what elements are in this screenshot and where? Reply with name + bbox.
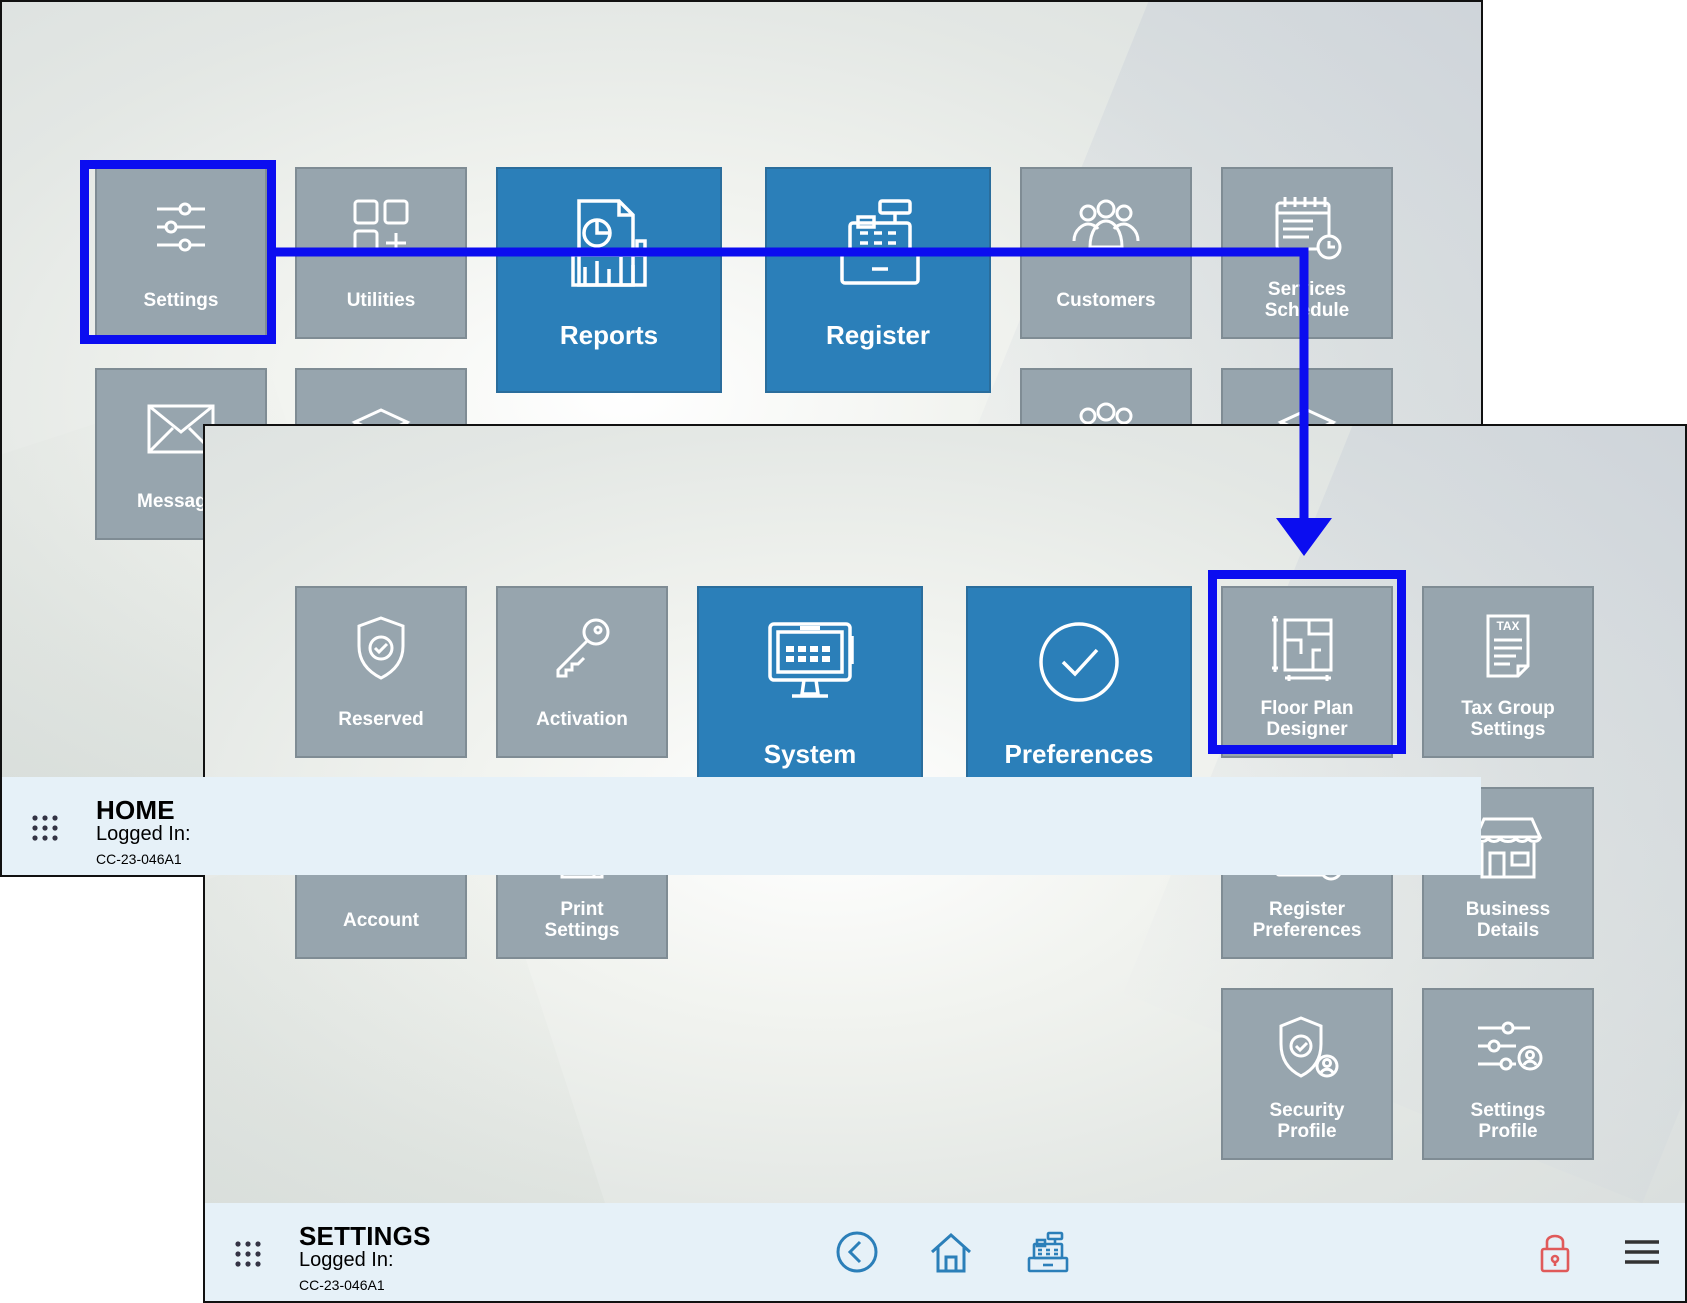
report-chart-icon [559, 193, 659, 293]
register-tile[interactable]: Register [765, 167, 991, 393]
tile-label: Reports [559, 320, 659, 350]
shield-user-icon [1269, 1012, 1345, 1088]
page-title: SETTINGS [299, 1221, 431, 1251]
logged-in-label: Logged In: [96, 823, 191, 845]
tile-label: Messag [137, 491, 207, 512]
tile-label: Account [343, 910, 419, 931]
app-grid-icon[interactable] [233, 1239, 263, 1269]
shield-check-icon [343, 610, 419, 686]
tax-document-icon: TAX [1470, 610, 1546, 686]
tile-label: Utilities [346, 290, 416, 311]
system-tile[interactable]: System [697, 586, 923, 812]
monitor-icon [760, 612, 860, 712]
tax-icon-text: TAX [1496, 619, 1519, 633]
lock-icon[interactable] [1532, 1229, 1578, 1275]
terminal-id: CC-23-046A1 [96, 851, 182, 867]
utilities-tile[interactable]: Utilities [295, 167, 467, 339]
tile-label: Settings [143, 290, 219, 311]
floor-plan-designer-tile[interactable]: Floor Plan Designer [1221, 586, 1393, 758]
cash-register-icon[interactable] [1024, 1229, 1070, 1275]
floor-plan-icon [1269, 610, 1345, 686]
label-line-2: Profile [1277, 1121, 1337, 1142]
tile-label: Security Profile [1264, 1100, 1351, 1142]
page-title: HOME [96, 795, 175, 825]
reserved-tile[interactable]: Reserved [295, 586, 467, 758]
services-schedule-tile[interactable]: Services Schedule [1221, 167, 1393, 339]
tile-label: Register Preferences [1247, 899, 1368, 941]
label-line-1: Floor Plan [1260, 698, 1354, 719]
logged-in-label: Logged In: [299, 1249, 394, 1271]
settings-tile[interactable]: Settings [95, 167, 267, 339]
tile-label: Register [825, 320, 931, 350]
sliders-user-icon [1470, 1012, 1546, 1088]
tile-label: Floor Plan Designer [1255, 698, 1360, 740]
calendar-clock-icon [1269, 191, 1345, 267]
settings-profile-tile[interactable]: Settings Profile [1422, 988, 1594, 1160]
apps-add-icon [343, 191, 419, 267]
app-grid-icon[interactable] [30, 813, 60, 843]
settings-status-bar: SETTINGS Logged In: CC-23-046A1 [205, 1203, 1685, 1301]
tile-label: Settings Profile [1465, 1100, 1552, 1142]
tile-label: Print Settings [539, 899, 626, 941]
customers-tile[interactable]: Customers [1020, 167, 1192, 339]
storefront-icon [1470, 811, 1546, 887]
tile-label: Services Schedule [1259, 279, 1355, 321]
label-line-1: Services [1267, 279, 1347, 300]
label-line-2: Settings [1470, 719, 1546, 740]
tile-label: Customers [1056, 290, 1156, 311]
label-line-2: Schedule [1264, 300, 1350, 321]
label-line-1: Settings [1470, 1100, 1546, 1121]
label-line-2: Designer [1266, 719, 1348, 740]
label-line-1: Print [560, 899, 604, 920]
check-circle-icon [1029, 612, 1129, 712]
tile-label: Activation [536, 709, 628, 730]
label-line-2: Settings [544, 920, 620, 941]
label-line-2: Preferences [1252, 920, 1362, 941]
label-line-1: Security [1269, 1100, 1345, 1121]
home-status-bar: HOME Logged In: CC-23-046A1 [2, 777, 1481, 875]
home-icon[interactable] [928, 1229, 974, 1275]
tile-label: Business Details [1460, 899, 1556, 941]
cash-register-icon [828, 193, 928, 293]
sliders-icon [143, 191, 219, 267]
tax-group-settings-tile[interactable]: TAX Tax Group Settings [1422, 586, 1594, 758]
key-icon [544, 610, 620, 686]
label-line-1: Tax Group [1461, 698, 1555, 719]
terminal-id: CC-23-046A1 [299, 1277, 385, 1293]
tile-label: Preferences [1004, 739, 1154, 769]
tile-label: System [763, 739, 857, 769]
reports-tile[interactable]: Reports [496, 167, 722, 393]
label-line-1: Register [1268, 899, 1345, 920]
back-icon[interactable] [834, 1229, 880, 1275]
activation-tile[interactable]: Activation [496, 586, 668, 758]
people-group-icon [1068, 191, 1144, 267]
preferences-tile[interactable]: Preferences [966, 586, 1192, 812]
tile-label: Reserved [338, 709, 424, 730]
label-line-2: Profile [1478, 1121, 1538, 1142]
security-profile-tile[interactable]: Security Profile [1221, 988, 1393, 1160]
tile-label: Tax Group Settings [1455, 698, 1561, 740]
label-line-1: Business [1465, 899, 1551, 920]
label-line-2: Details [1476, 920, 1540, 941]
hamburger-menu-icon[interactable] [1619, 1229, 1665, 1275]
